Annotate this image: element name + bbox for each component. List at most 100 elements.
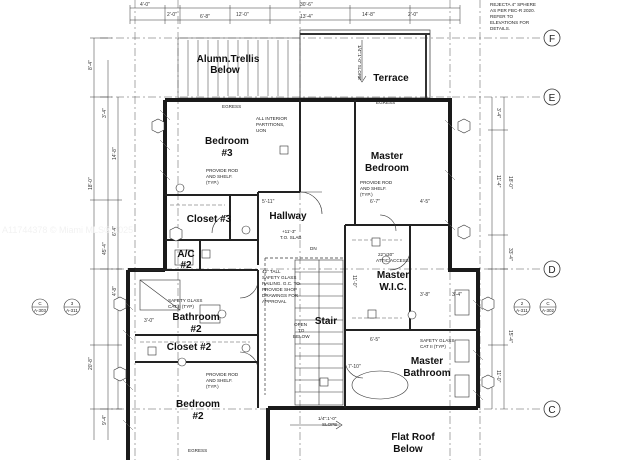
room-closet3: Closet #3 (187, 214, 232, 225)
note-slope-bottom-1: 1/4":1'-0" (318, 416, 337, 421)
dim-int-7: 3'-0" (144, 318, 154, 324)
grid-bubble-c-label: C (548, 405, 555, 416)
dim-left-3: 18'-0" (88, 177, 94, 190)
room-bathroom2-line1: Bathroom (172, 312, 219, 323)
note-egress-terrace: EGRESS (376, 100, 395, 105)
note-attic-1: 22"x30" (378, 252, 394, 257)
interior-walls (135, 100, 478, 408)
room-ac-line1: A/C (177, 249, 194, 260)
note-partitions-1: ALL INTERIOR (256, 116, 288, 121)
section-tag-right-1: 2 A-311 (513, 298, 531, 316)
note-partitions-2: PARTITIONS, (256, 122, 284, 127)
dim-right-3: 33'-4" (507, 248, 513, 261)
dim-int-3: 3'-8" (420, 292, 430, 298)
note-rod-mb-1: PROVIDE ROD (360, 180, 393, 185)
room-master-bedroom-line2: Bedroom (365, 163, 409, 174)
interior-dims: 5'-11" 6'-7" 4'-5" 3'-8" 3'-4" 6'-5" 7'-… (144, 199, 462, 370)
note-dn: DN (310, 246, 317, 251)
watermark: A11744378 © Miami MLS® 2025 (2, 225, 133, 235)
dimension-text-left: 8'-4" 3'-4" 14'-8" 18'-0" 45'-4" 6'-4" 4… (88, 60, 118, 425)
dim-left-7: 20'-8" (88, 357, 94, 370)
section-tag-left-2-ref: A-311 (66, 308, 78, 313)
grid-bubble-f-label: F (549, 34, 555, 45)
room-master-bedroom-line1: Master (371, 151, 403, 162)
dim-int-5: 6'-5" (370, 337, 380, 343)
dim-top-0: 4'-0" (140, 2, 150, 8)
note-railing-4: PROVIDE SHOP (262, 287, 297, 292)
stair (294, 259, 344, 406)
note-partitions-3: UON (256, 128, 266, 133)
dim-left-1: 3'-4" (102, 108, 108, 118)
room-bedroom3-line2: #3 (221, 148, 233, 159)
note-safety-mb-1: SAFETY GLASS (420, 338, 454, 343)
dim-right-5: 11'-0" (495, 370, 501, 383)
room-bedroom2-line1: Bedroom (176, 399, 220, 410)
railing (264, 257, 345, 395)
section-tag-right-1-ref: A-311 (516, 308, 528, 313)
room-master-wic-line1: Master (377, 270, 409, 281)
room-flat-roof-line1: Flat Roof (391, 432, 435, 443)
note-top-right-3: REFER TO (490, 14, 513, 19)
note-top-right-1: REJECTA 4" SPHERE (490, 2, 536, 7)
room-bathroom2-line2: #2 (190, 324, 202, 335)
room-stair: Stair (315, 316, 337, 327)
section-tag-left-2: 3 A-311 (63, 298, 81, 316)
section-tag-left-1: C A-303 (31, 298, 49, 316)
grid-bubble-f: F (543, 29, 561, 47)
dimension-text-right: 3'-4" 11'-4" 18'-0" 33'-4" 15'-4" 11'-0" (495, 108, 513, 383)
note-rod-mb-2: AND SHELF. (360, 186, 387, 191)
note-rod-b2-3: (TYP.) (206, 384, 219, 389)
dim-left-5: 6'-4" (112, 226, 118, 236)
dim-left-8: 9'-4" (102, 415, 108, 425)
note-railing-1: 42" TALL (262, 269, 281, 274)
dim-int-8: 11'-0" (351, 275, 357, 288)
note-railing-6: APPROVAL (262, 299, 287, 304)
note-top-right-2: AS PER FBC-R 2020. (490, 8, 535, 13)
note-egress-top: EGRESS (222, 104, 241, 109)
note-rod-b3-2: AND SHELF. (206, 174, 233, 179)
note-safety-b2-1: SAFETY GLASS (168, 298, 202, 303)
note-rod-b3-3: (TYP.) (206, 180, 219, 185)
section-tag-right-2-ref: A-302 (542, 308, 555, 313)
dim-left-6: 4'-8" (112, 286, 118, 296)
grid-bubble-c: C (543, 400, 561, 418)
grid-bubble-e: E (543, 88, 561, 106)
grid-bubble-e-label: E (549, 93, 556, 104)
note-attic-2: ATTIC ACCESS (376, 258, 409, 263)
dim-top-4: 30'-6" (300, 2, 313, 8)
room-trellis-line2: Below (210, 65, 240, 76)
dim-int-2: 4'-5" (420, 199, 430, 205)
note-tos-1: +11'-3" (282, 229, 296, 234)
note-safety-mb-2: CAT II (TYP) (420, 344, 446, 349)
room-labels: Alumn.Trellis Below Terrace Bedroom #3 M… (167, 54, 451, 455)
note-rod-b3-1: PROVIDE ROD (206, 168, 239, 173)
note-slope-top: 1/4":1'-0" SLOPE (357, 45, 362, 80)
room-trellis-line1: Alumn.Trellis (197, 54, 260, 65)
terrace-area (299, 29, 431, 99)
section-tag-right-1-num: 2 (521, 301, 524, 306)
dim-right-4: 15'-4" (507, 330, 513, 343)
note-open-3: BELOW (293, 334, 310, 339)
section-tag-right-2-num: C (546, 301, 550, 306)
slope-arrows (290, 40, 367, 430)
note-railing-5: DRAWINGS FOR (262, 293, 299, 298)
dim-left-4: 45'-4" (102, 242, 108, 255)
dimension-lines (90, 5, 508, 440)
note-egress-bottom: EGRESS (188, 448, 207, 453)
room-bedroom2-line2: #2 (192, 411, 204, 422)
exterior-walls (126, 98, 480, 460)
notes: REJECTA 4" SPHERE AS PER FBC-R 2020. REF… (168, 2, 536, 453)
doors (211, 191, 411, 379)
section-tag-left-1-num: C (38, 301, 42, 306)
dim-top-2: 6'-8" (200, 14, 210, 20)
note-rod-mb-3: (TYP.) (360, 192, 373, 197)
room-hallway: Hallway (269, 211, 307, 222)
room-master-bathroom-line2: Bathroom (403, 368, 450, 379)
dim-top-5: 13'-4" (300, 14, 313, 20)
room-master-bathroom-line1: Master (411, 356, 443, 367)
dim-top-3: 12'-0" (236, 12, 249, 18)
note-railing-2: SAFETY GLASS (262, 275, 296, 280)
dim-right-2: 18'-0" (507, 176, 513, 189)
window-tags (113, 118, 495, 390)
dim-right-1: 11'-4" (495, 175, 501, 188)
